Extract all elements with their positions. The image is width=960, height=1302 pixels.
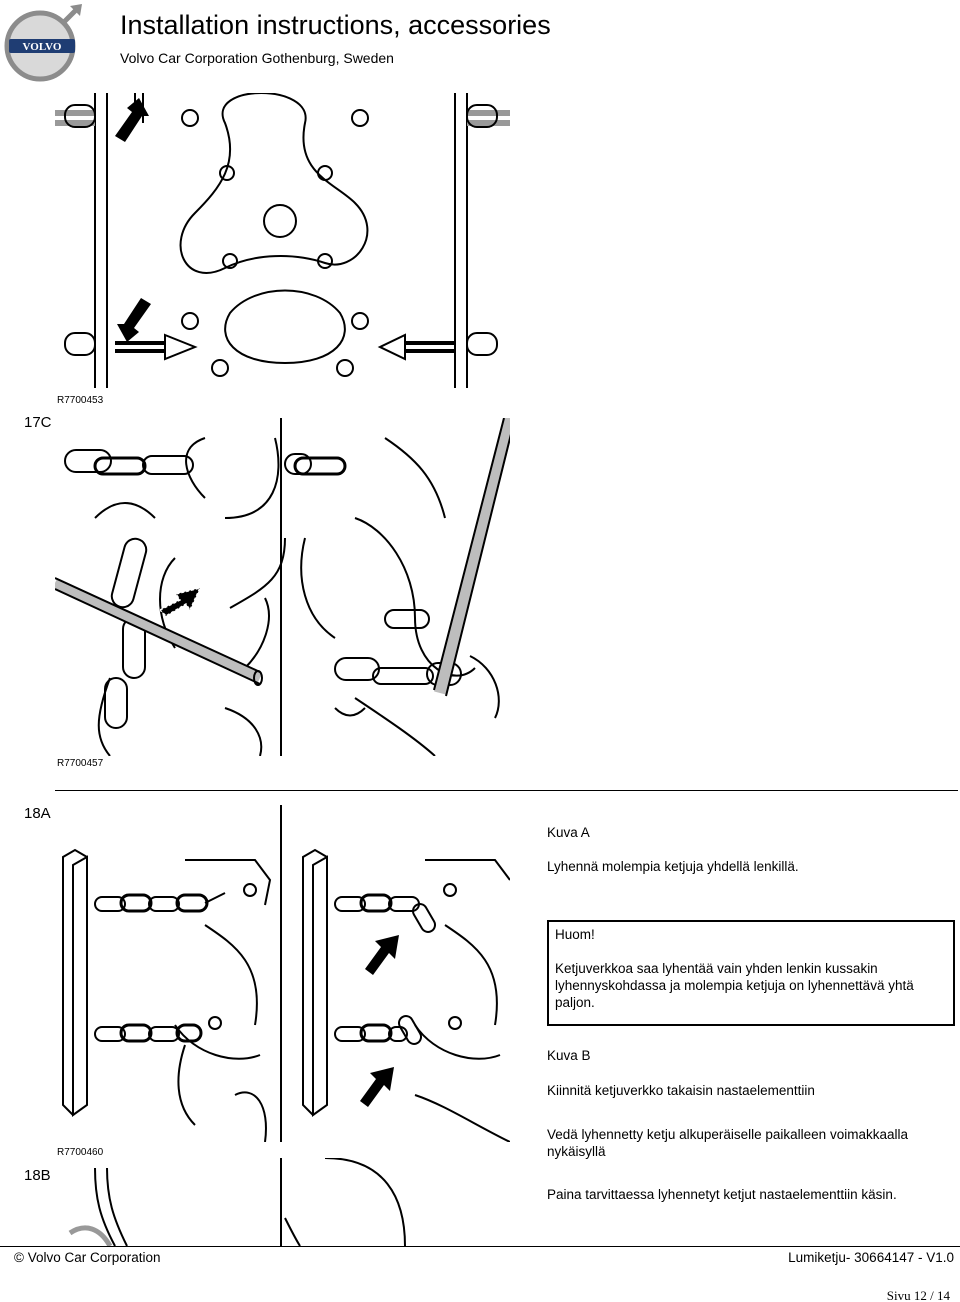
step-label-18a: 18A (24, 805, 51, 822)
note-text: Ketjuverkkoa saa lyhentää vain yhden len… (555, 961, 914, 1010)
pointer-arrow-icon (117, 298, 151, 342)
section-divider (55, 790, 958, 791)
figure-17c-illustration (55, 93, 510, 388)
figure-19-partial-illustration (55, 1158, 510, 1246)
pointer-arrow-icon (360, 1067, 394, 1107)
document-title: Installation instructions, accessories (120, 10, 551, 40)
step-label-18b: 18B (24, 1167, 51, 1184)
pointer-arrow-icon (160, 588, 200, 617)
pointer-arrow-icon (115, 98, 149, 142)
kuva-a-heading: Kuva A (547, 825, 590, 840)
figure-ref-18b: R7700460 (57, 1147, 104, 1158)
pointer-arrow-icon (365, 935, 399, 975)
kuva-b-text-1: Kiinnitä ketjuverkko takaisin nastaeleme… (547, 1083, 815, 1098)
figure-18a-illustration (55, 418, 510, 756)
kuva-a-text: Lyhennä molempia ketjuja yhdellä lenkill… (547, 859, 799, 874)
footer-copyright: © Volvo Car Corporation (14, 1250, 161, 1265)
note-box: Huom! Ketjuverkkoa saa lyhentää vain yhd… (547, 920, 955, 1026)
page-number: Sivu 12 / 14 (886, 1288, 950, 1302)
kuva-b-heading: Kuva B (547, 1048, 591, 1063)
note-title: Huom! (555, 927, 595, 942)
footer-document-id: Lumiketju- 30664147 - V1.0 (788, 1250, 954, 1265)
step-label-17c: 17C (24, 414, 52, 431)
document-subtitle: Volvo Car Corporation Gothenburg, Sweden (120, 50, 394, 66)
volvo-logo-icon: VOLVO (2, 3, 84, 83)
logo-text: VOLVO (23, 41, 62, 53)
kuva-b-text-3: Paina tarvittaessa lyhennetyt ketjut nas… (547, 1187, 897, 1202)
figure-ref-17c: R7700453 (57, 395, 104, 406)
footer-divider (0, 1246, 960, 1247)
figure-ref-18a: R7700457 (57, 758, 104, 769)
kuva-b-text-2: Vedä lyhennetty ketju alkuperäiselle pai… (547, 1127, 908, 1159)
figure-18b-illustration (55, 805, 510, 1142)
